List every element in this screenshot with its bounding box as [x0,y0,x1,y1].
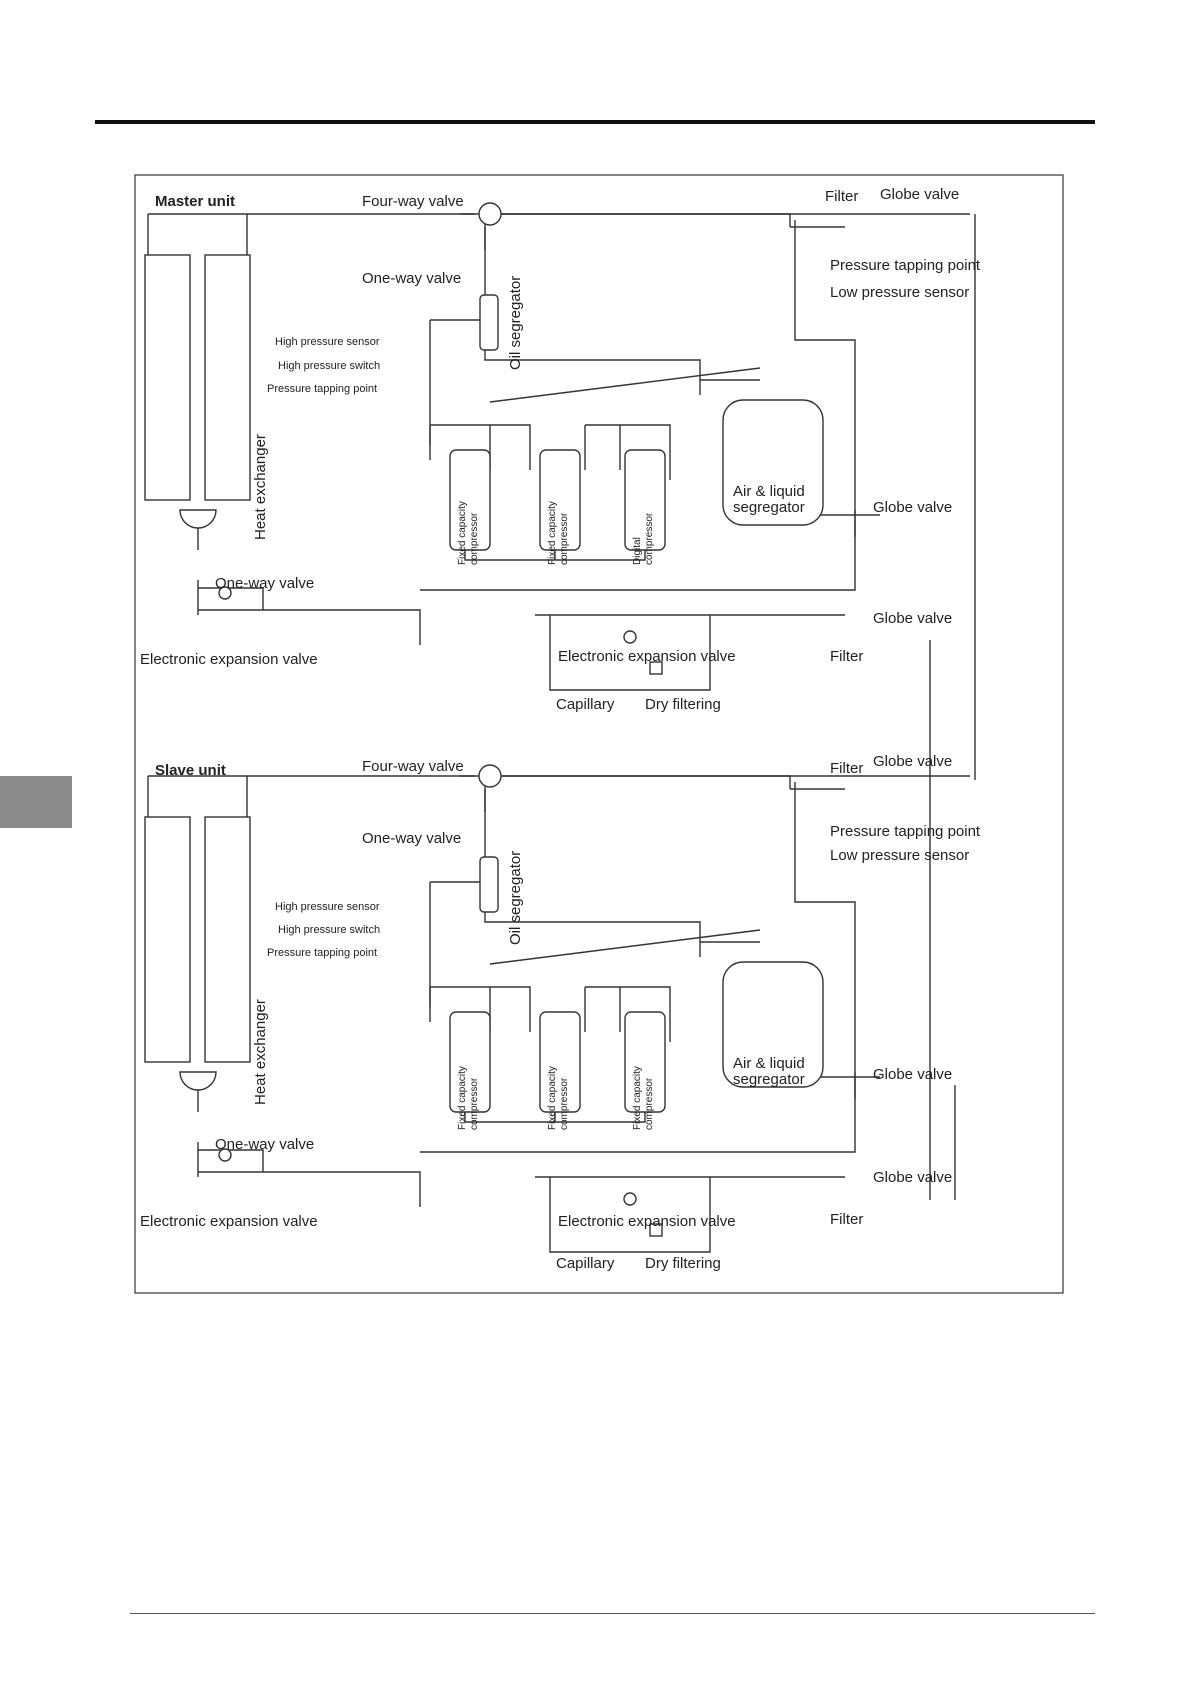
master-oil-segregator-label: Oil segregator [507,276,524,370]
slave-oil-segregator-label: Oil segregator [507,851,524,945]
diagram-frame [134,174,1064,1294]
slave-comp1-line1: Fixed capacity [457,1066,468,1130]
slave-globe-mid-label: Globe valve [873,1066,952,1083]
master-als-line1: Air & liquid [733,483,805,500]
master-labels: Master unit Four-way valve One-way valve… [140,186,981,713]
master-filter-low-label: Filter [830,648,863,665]
slave-hp-switch-label: High pressure switch [278,924,380,936]
slave-comp2-line2: compressor [559,1077,570,1130]
master-title: Master unit [155,193,235,210]
master-ptp-small-label: Pressure tapping point [267,383,377,395]
chapter-tab [0,776,72,828]
slave-comp1-line2: compressor [469,1077,480,1130]
master-comp2-line2: compressor [559,512,570,565]
slave-comp3-line2: compressor [644,1077,655,1130]
bottom-rule [130,1613,1095,1614]
master-comp2-line1: Fixed capacity [547,501,558,565]
slave-globe-top-label: Globe valve [873,753,952,770]
slave-comp2-line1: Fixed capacity [547,1066,558,1130]
slave-four-way-label: Four-way valve [362,758,464,775]
master-eev-left-label: Electronic expansion valve [140,651,318,668]
slave-capillary-label: Capillary [556,1255,615,1272]
master-hp-switch-label: High pressure switch [278,360,380,372]
master-als-line2: segregator [733,499,805,516]
slave-filter-top-label: Filter [830,760,863,777]
slave-eev-left-label: Electronic expansion valve [140,1213,318,1230]
master-hp-sensor-label: High pressure sensor [275,336,380,348]
slave-comp3-line1: Fixed capacity [632,1066,643,1130]
slave-ptp-small-label: Pressure tapping point [267,947,377,959]
master-comp1-line2: compressor [469,512,480,565]
master-globe-top-label: Globe valve [880,186,959,203]
slave-filter-low-label: Filter [830,1211,863,1228]
master-comp3-line1: Digital [632,537,643,565]
slave-als-line2: segregator [733,1071,805,1088]
slave-title: Slave unit [155,762,226,779]
master-filter-top-label: Filter [825,188,858,205]
slave-heat-exchanger-label: Heat exchanger [252,999,269,1105]
master-eev-center-label: Electronic expansion valve [558,648,736,665]
master-globe-low-label: Globe valve [873,610,952,627]
master-globe-mid-label: Globe valve [873,499,952,516]
master-comp3-line2: compressor [644,512,655,565]
interconnect-pipes [929,214,976,1200]
master-four-way-label: Four-way valve [362,193,464,210]
master-dry-filter-label: Dry filtering [645,696,721,713]
slave-dry-filter-label: Dry filtering [645,1255,721,1272]
top-rule [95,120,1095,124]
master-heat-exchanger-label: Heat exchanger [252,434,269,540]
slave-lps-label: Low pressure sensor [830,847,969,864]
master-one-way-top-label: One-way valve [362,270,461,287]
slave-one-way-top-label: One-way valve [362,830,461,847]
slave-als-line1: Air & liquid [733,1055,805,1072]
slave-globe-low-label: Globe valve [873,1169,952,1186]
master-one-way-bottom-label: One-way valve [215,575,314,592]
master-capillary-label: Capillary [556,696,615,713]
slave-one-way-bottom-label: One-way valve [215,1136,314,1153]
slave-hp-sensor-label: High pressure sensor [275,901,380,913]
master-ptp-label: Pressure tapping point [830,257,981,274]
slave-labels: Slave unit Four-way valve One-way valve … [140,753,981,1272]
master-lps-label: Low pressure sensor [830,284,969,301]
slave-eev-center-label: Electronic expansion valve [558,1213,736,1230]
slave-ptp-label: Pressure tapping point [830,823,981,840]
master-comp1-line1: Fixed capacity [457,501,468,565]
